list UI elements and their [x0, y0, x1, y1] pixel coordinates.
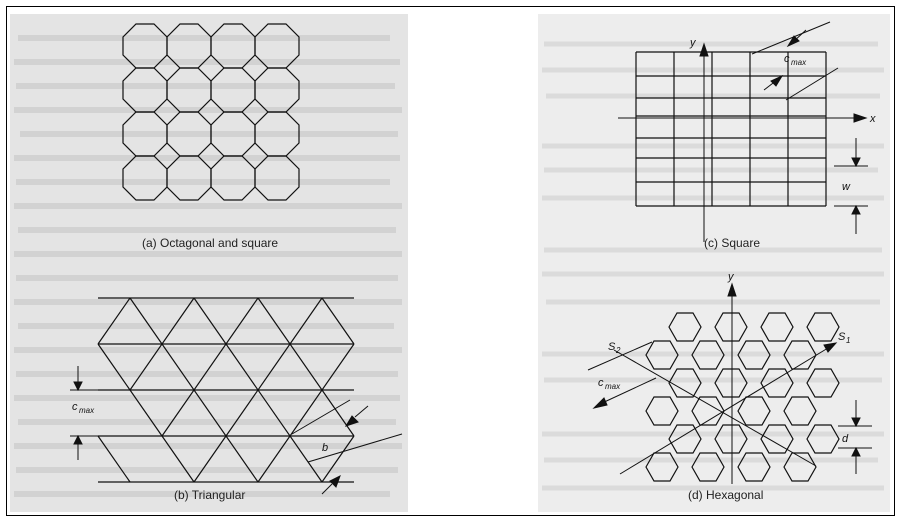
square-c-subscript: max: [791, 58, 807, 67]
hex-y-axis-label: y: [727, 271, 735, 283]
hex-c-subscript: max: [605, 382, 621, 391]
triangular-c-label: c: [72, 401, 78, 413]
bleed-through-texture: [14, 35, 402, 497]
caption-hexagonal: (d) Hexagonal: [688, 488, 764, 502]
square-c-label: c: [784, 53, 790, 65]
hexagonal-pattern: y S 1 S 2 c max d: [587, 271, 872, 484]
left-figure-panel: (a) Octagonal and square: [10, 14, 408, 512]
triangular-b-label: b: [322, 442, 328, 454]
hex-s1-label: S: [838, 331, 846, 343]
square-w-label: w: [842, 181, 851, 193]
hex-d-label: d: [842, 433, 849, 445]
bleed-through-texture: [542, 41, 884, 491]
square-y-axis-label: y: [689, 37, 697, 49]
octagonal-square-pattern: [122, 23, 300, 201]
triangular-c-subscript: max: [79, 406, 95, 415]
hex-s1-subscript: 1: [846, 336, 850, 345]
caption-octagonal: (a) Octagonal and square: [142, 236, 279, 250]
triangular-pattern: c max b: [70, 297, 403, 495]
caption-triangular: (b) Triangular: [174, 488, 246, 502]
hex-c-label: c: [598, 377, 604, 389]
square-pattern: y x c max w: [618, 21, 876, 242]
caption-square: (c) Square: [704, 236, 761, 250]
square-x-axis-label: x: [869, 113, 876, 125]
right-figure-panel: y x c max w (c) Square: [538, 14, 890, 512]
hex-s2-label: S: [608, 341, 616, 353]
hex-s2-subscript: 2: [615, 346, 621, 355]
